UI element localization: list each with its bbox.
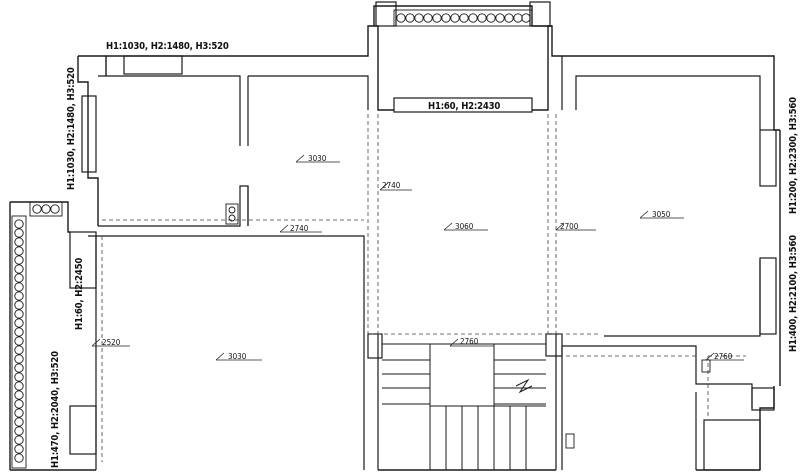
window-label-left-lower: H1:470, H2:2040, H3:520 [50, 351, 61, 468]
ceiling-height-top-left-dash: 2740 [382, 181, 401, 190]
window-label-right-upper: H1:200, H2:2300, H3:560 [788, 97, 799, 214]
ceiling-markers [91, 154, 744, 361]
ceiling-outline-dashes [101, 114, 746, 462]
ceiling-height-left-big-room: 3030 [228, 352, 247, 361]
fixtures [225, 203, 711, 449]
ceiling-height-center-room: 3060 [455, 222, 474, 231]
window-label-top-center: H1:60, H2:2430 [428, 101, 500, 112]
balustrade-left [11, 201, 63, 469]
ceiling-height-center-right-dash: 2700 [560, 222, 579, 231]
balustrade-top [393, 9, 533, 27]
ceiling-height-right-room: 3050 [652, 210, 671, 219]
interior-walls [69, 1, 777, 471]
ceiling-height-top-room: 3030 [308, 154, 327, 163]
ceiling-height-top-center-dash: 2740 [290, 224, 309, 233]
window-label-right-lower: H1:400, H2:2100, H3:560 [788, 235, 799, 352]
staircase [382, 343, 546, 470]
ceiling-height-stair-top-dash: 2760 [460, 337, 479, 346]
ceiling-height-bottom-right-dash: 2760 [714, 352, 733, 361]
window-label-left-middle: H1:60, H2:2450 [74, 258, 85, 330]
window-label-top-left: H1:1030, H2:1480, H3:520 [106, 41, 229, 52]
ceiling-height-left-big-room-dash: 2520 [102, 338, 121, 347]
window-label-left-upper: H1:1030, H2:1480, H3:520 [66, 67, 77, 190]
